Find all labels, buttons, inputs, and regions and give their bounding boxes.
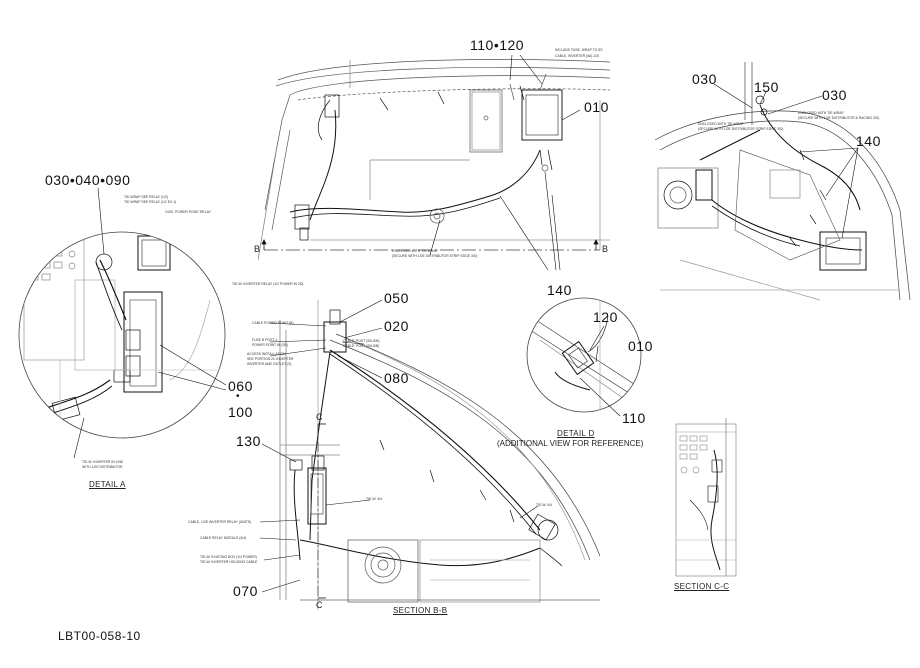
note-right-4: (SECURE WITH 1/2E DISTRIBUTOR & RACING 3… [798,116,880,120]
callout-140-right: 140 [856,133,881,149]
section-arrows [261,239,599,599]
caption-detail-d: DETAIL D [557,429,595,438]
note-top-a1: INCLUDE FUSE, WRAP TO 5S [555,48,603,52]
callout-020: 020 [384,318,409,334]
callout-010-top: 010 [584,99,609,115]
note-sec-b12: TIE-W. INVERTER HOUSING CABLE [200,560,258,564]
leaders-detail-d [579,325,621,417]
callout-010-detail-d: 010 [628,338,653,354]
note-det-a4: TIE-W. INVERTER RELAY (1/2 POWER IN 2D) [232,282,304,286]
note-top-b2: (SECURE WITH 1/2E DISTRIBUTOR STRIP EDGE… [392,254,478,258]
note-top-b1: ENCLOSED WITH TIE-WRAP [392,249,438,253]
note-sec-b13: TIE-W. 4/4 [366,497,383,501]
callout-070: 070 [233,583,258,599]
note-top-a2: CABLE, INVERTER (5A) 115 [555,54,599,58]
detail-d-view [526,297,642,413]
callout-030-040-090: 030•040•090 [45,172,131,188]
section-mark-c-top: C [316,412,323,422]
note-sec-b3: POWER POINT IN (2B) [252,343,288,347]
callout-030-right-1: 030 [692,71,717,87]
note-sec-b6: INVERTER AND OUTLET (3) [247,362,292,366]
note-sec-b4: ACCESS INSTALLATION [247,352,286,356]
note-sec-b1: CABLE POWER POINT (B) [252,321,294,325]
note-sec-b5: SEE PORTION 2C INVERTER [247,357,294,361]
top-view [258,59,611,261]
section-cc-view [675,418,737,577]
note-det-a6: WITH 1/2E DISTRIBUTOR [82,465,123,469]
leaders-right [713,83,859,239]
callout-060: 060 [228,378,253,394]
callout-080: 080 [384,370,409,386]
callout-030-right-2: 030 [822,87,847,103]
note-sec-b8: CABLE, POST (SN-5/B) [343,344,380,348]
note-right-2: (SECURE WITH 1/2E DISTRIBUTOR STRIP EDGE… [698,127,784,131]
note-sec-b11: TIE-W. EXISTING BOX (1/4 POWER) [200,555,257,559]
section-bb-view [279,300,601,610]
section-mark-b-right: B [602,244,609,254]
note-det-a2: TIE-WRAP SEE RELAY (1/2 EX 1) [124,200,177,204]
note-sec-b9: CABLE, 1/2E INVERTER RELAY (UNITS) [188,520,252,524]
document-id: LBT00-058-10 [58,629,141,643]
callout-120-detail-d: 120 [593,309,618,325]
section-mark-c-bottom: C [316,600,323,610]
caption-detail-a: DETAIL A [89,480,126,489]
note-det-a5: TIE-W. INVERTER IN LINE [82,460,124,464]
note-sec-b14: TIE-W. 4/4 [536,503,553,507]
callout-110-detail-d: 110 [622,410,646,426]
leaders-section-bb [259,299,539,593]
caption-section-bb: SECTION B-B [393,606,448,615]
right-view [655,62,911,301]
note-right-1: ENCLOSED WITH TIE-WRAP [698,122,744,126]
callout-110-120: 110•120 [470,37,525,53]
note-sec-b2: FUSE B POST-1 [252,338,278,342]
note-right-3: ENCLOSED WITH TIE-WRAP [798,111,844,115]
caption-section-cc: SECTION C-C [674,582,730,591]
callout-150: 150 [754,79,779,95]
section-mark-b-left: B [254,244,261,254]
detail-a-view [18,231,226,439]
callout-100: 100 [228,404,253,420]
note-det-a1: TIE-WRAP SEE RELAY (1/2) [124,195,168,199]
leaders-detail-a [73,187,227,459]
leaders-top [429,54,581,271]
callout-dot: • [236,391,241,402]
callout-050: 050 [384,290,409,306]
callout-140-top: 140 [547,282,572,298]
note-sec-b10: CABLE RELAY MODULE (4/4) [200,536,247,540]
note-det-a3: 1/2/D, POWER POINT RELAY [165,210,211,214]
caption-detail-d-sub: (ADDITIONAL VIEW FOR REFERENCE) [497,439,644,448]
note-sec-b7: CABLE, POST (SN-5/N) [343,339,380,343]
callout-130: 130 [236,433,261,449]
